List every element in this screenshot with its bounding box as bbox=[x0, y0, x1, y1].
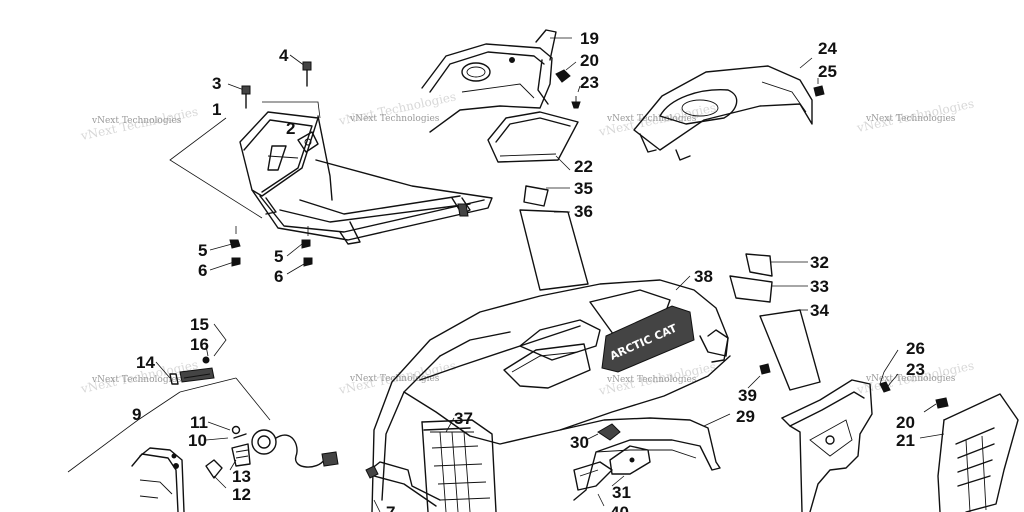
watermark: vNext Technologies bbox=[606, 114, 697, 124]
callout-20: 20 bbox=[580, 51, 599, 70]
callout-2: 2 bbox=[286, 119, 295, 138]
dash-panel-part bbox=[421, 29, 581, 133]
callout-23: 23 bbox=[580, 73, 599, 92]
callout-4: 4 bbox=[279, 46, 289, 65]
callout-12: 12 bbox=[232, 485, 251, 504]
front-fender-part: ARCTIC CAT bbox=[365, 275, 771, 512]
callout-16: 16 bbox=[190, 335, 209, 354]
callout-26: 26 bbox=[906, 339, 925, 358]
callout-14: 14 bbox=[136, 353, 155, 372]
callout-30: 30 bbox=[570, 433, 589, 452]
callout-21: 21 bbox=[896, 431, 915, 450]
callout-35: 35 bbox=[574, 179, 593, 198]
callout-9: 9 bbox=[132, 405, 141, 424]
watermark: vNext Technologies bbox=[865, 374, 956, 384]
decal-32-34-part bbox=[729, 253, 821, 391]
callout-6: 6 bbox=[274, 267, 283, 286]
callout-38: 38 bbox=[694, 267, 713, 286]
callout-31: 31 bbox=[612, 483, 631, 502]
watermark: vNext Technologies bbox=[606, 375, 697, 385]
callout-3: 3 bbox=[212, 74, 221, 93]
callout-25: 25 bbox=[818, 62, 837, 81]
callout-6: 6 bbox=[198, 261, 207, 280]
callout-5: 5 bbox=[198, 241, 207, 260]
callout-36: 36 bbox=[574, 202, 593, 221]
callout-10: 10 bbox=[188, 431, 207, 450]
callout-7: 7 bbox=[386, 503, 395, 512]
callout-20: 20 bbox=[896, 413, 915, 432]
rack-fasteners bbox=[209, 54, 313, 275]
headlight-cover-part bbox=[487, 111, 579, 171]
callout-19: 19 bbox=[580, 29, 599, 48]
watermark: vNext Technologies bbox=[91, 375, 182, 385]
callout-39: 39 bbox=[738, 386, 757, 405]
watermark: vNext Technologies bbox=[91, 116, 182, 126]
callout-5: 5 bbox=[274, 247, 283, 266]
callout-1: 1 bbox=[212, 100, 221, 119]
rear-cover-part bbox=[633, 57, 825, 161]
watermark: vNext Technologies bbox=[349, 114, 440, 124]
callout-24: 24 bbox=[818, 39, 837, 58]
callout-23: 23 bbox=[906, 360, 925, 379]
callout-labels: 1 2 3 4 5 6 5 6 7 9 10 11 12 13 14 15 16… bbox=[132, 29, 925, 512]
callout-33: 33 bbox=[810, 277, 829, 296]
side-panel-part bbox=[781, 349, 1019, 512]
watermarks: vNext Technologies vNext Technologies vN… bbox=[79, 89, 975, 398]
watermark: vNext Technologies bbox=[865, 114, 956, 124]
headlight-part bbox=[67, 323, 339, 512]
callout-34: 34 bbox=[810, 301, 829, 320]
callout-37: 37 bbox=[454, 409, 473, 428]
callout-22: 22 bbox=[574, 157, 593, 176]
callout-13: 13 bbox=[232, 467, 251, 486]
front-rack-part bbox=[169, 101, 493, 245]
callout-11: 11 bbox=[190, 413, 208, 432]
decal-35-36-part bbox=[519, 185, 589, 291]
callout-40: 40 bbox=[610, 503, 629, 512]
callout-15: 15 bbox=[190, 315, 209, 334]
callout-29: 29 bbox=[736, 407, 755, 426]
callout-32: 32 bbox=[810, 253, 829, 272]
